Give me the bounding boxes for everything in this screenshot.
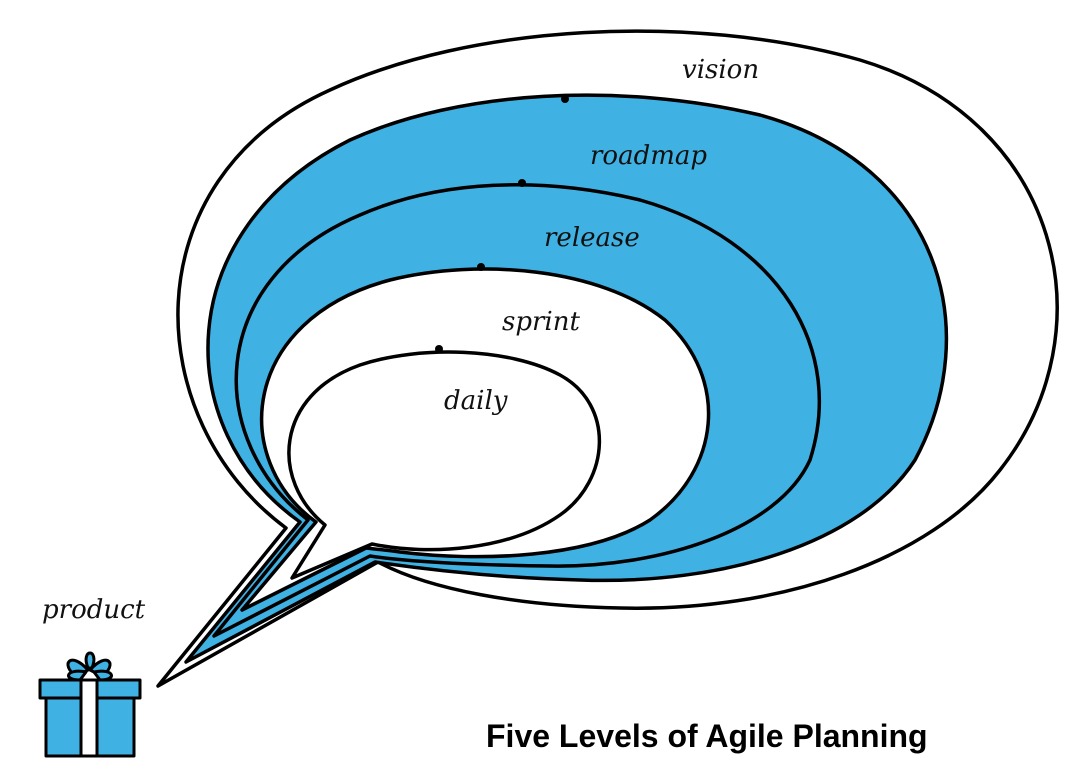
anchor-dot-sprint	[477, 263, 485, 271]
gift-box-icon	[38, 651, 142, 758]
label-roadmap: roadmap	[590, 141, 707, 171]
bubble-daily	[287, 350, 602, 580]
label-sprint: sprint	[502, 307, 580, 337]
anchor-dot-release	[518, 179, 526, 187]
label-vision: vision	[682, 55, 759, 85]
anchor-dot-roadmap	[561, 95, 569, 103]
label-product: product	[42, 595, 146, 625]
anchor-dot-daily	[435, 345, 443, 353]
label-release: release	[544, 223, 640, 253]
diagram-title: Five Levels of Agile Planning	[486, 718, 928, 754]
label-daily: daily	[444, 386, 508, 416]
